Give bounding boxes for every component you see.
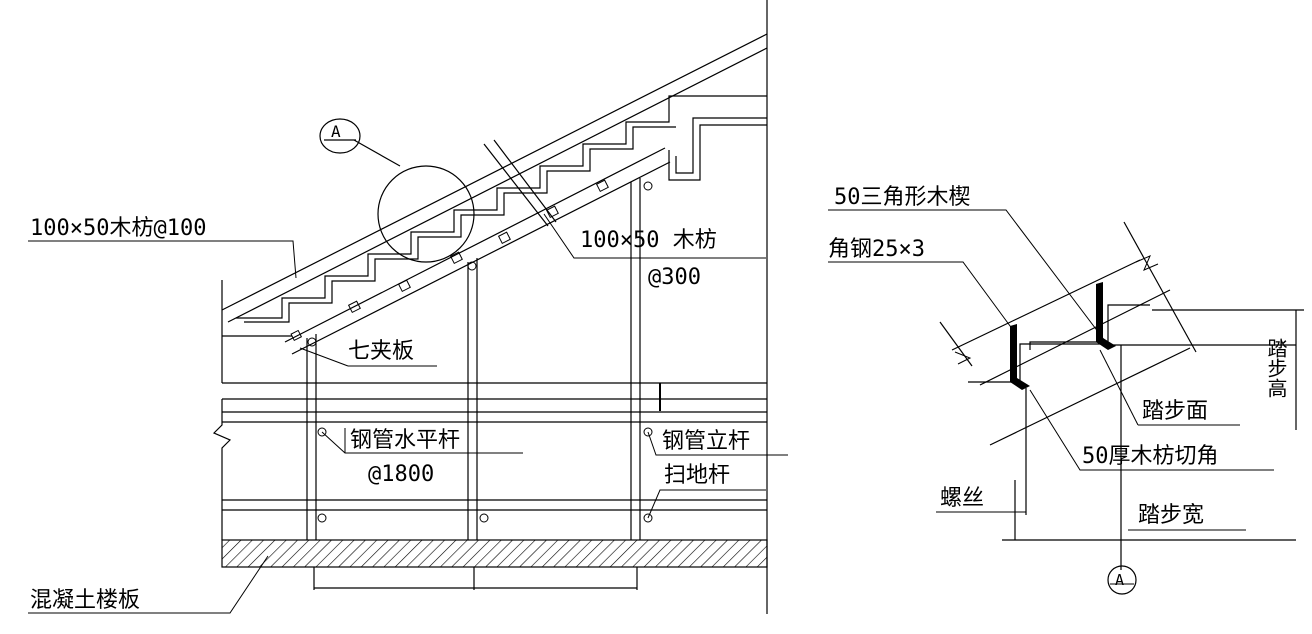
break-symbol-2 bbox=[1135, 255, 1159, 271]
tread-detail-section: A 50三角形木楔 角钢25×3 踏步面 50厚木枋切角 螺丝 踏步宽 踏步高 bbox=[828, 185, 1304, 595]
detail-slope-2 bbox=[979, 289, 1171, 386]
clamp bbox=[467, 261, 477, 271]
leader-angle bbox=[828, 261, 1014, 331]
formwork-slope-2 bbox=[291, 161, 671, 355]
clamp bbox=[643, 181, 653, 191]
label-wedge: 50三角形木楔 bbox=[834, 185, 971, 210]
timber-blocks bbox=[290, 179, 609, 342]
detail-leader bbox=[353, 139, 401, 167]
clamp bbox=[643, 427, 653, 437]
detail-slope-1 bbox=[951, 259, 1141, 351]
leader-wedge bbox=[828, 209, 1109, 346]
detail-slope-5 bbox=[1123, 221, 1197, 353]
detail-slope-4 bbox=[939, 321, 973, 367]
label-timber-300: 100×50 木枋 bbox=[580, 228, 717, 253]
break-mark bbox=[212, 399, 232, 540]
clamp bbox=[317, 427, 327, 437]
label-angle-steel: 角钢25×3 bbox=[828, 237, 925, 262]
label-screw: 螺丝 bbox=[940, 486, 984, 511]
label-timber-cut: 50厚木枋切角 bbox=[1082, 444, 1219, 469]
leader-cut bbox=[1029, 389, 1274, 471]
label-timber-300-spacing: @300 bbox=[648, 265, 701, 290]
clamp bbox=[317, 513, 327, 523]
section-marker-circle bbox=[1107, 565, 1137, 595]
tread-profile-inner bbox=[1029, 341, 1100, 350]
concrete-slab bbox=[221, 539, 768, 568]
break-symbol-1 bbox=[954, 351, 972, 365]
label-sweep-rod: 扫地杆 bbox=[664, 463, 730, 488]
label-plywood: 七夹板 bbox=[348, 339, 414, 364]
leader-plywood-2 bbox=[299, 347, 349, 367]
angle-steel-1 bbox=[1010, 324, 1030, 390]
label-timber-100: 100×50木枋@100 bbox=[30, 216, 206, 241]
stair-slope-top bbox=[221, 33, 768, 311]
detail-slope-3 bbox=[989, 347, 1191, 446]
section-cut-1 bbox=[483, 143, 549, 227]
landing-profile-inner bbox=[675, 117, 767, 174]
angle-steel-2 bbox=[1096, 282, 1116, 350]
clamp bbox=[307, 337, 317, 347]
detail-marker-label: A bbox=[331, 122, 341, 141]
leader-timber-100 bbox=[28, 240, 297, 279]
stair-steps bbox=[236, 95, 767, 319]
section-marker-label: A bbox=[1115, 571, 1124, 589]
label-vertical-tube: 钢管立杆 bbox=[662, 429, 750, 454]
clamp bbox=[643, 513, 653, 523]
leader-timber-300 bbox=[543, 213, 766, 259]
stair-steps-inner bbox=[244, 126, 676, 323]
landing-profile bbox=[668, 124, 767, 181]
stair-formwork-elevation: A 100×50木枋@100 100×50 木枋 @300 七夹板 钢管水平杆 … bbox=[28, 0, 788, 614]
leader-sweep bbox=[647, 489, 766, 519]
stair-slope-2 bbox=[227, 47, 768, 323]
leader-slab bbox=[28, 555, 269, 614]
clamp bbox=[479, 513, 489, 523]
section-cut-2 bbox=[493, 139, 557, 223]
label-horizontal-tube-spacing: @1800 bbox=[368, 462, 434, 487]
label-step-height: 踏步高 bbox=[1264, 338, 1288, 398]
detail-marker-circle bbox=[319, 118, 361, 154]
label-step-width: 踏步宽 bbox=[1138, 503, 1204, 528]
leader-tread-2 bbox=[1099, 349, 1139, 426]
leader-v-tube bbox=[647, 431, 788, 456]
formwork-slope-1 bbox=[284, 147, 666, 343]
tread-profile bbox=[968, 304, 1150, 383]
label-tread-face: 踏步面 bbox=[1142, 399, 1208, 424]
label-horizontal-tube: 钢管水平杆 bbox=[350, 428, 460, 453]
label-concrete-slab: 混凝土楼板 bbox=[30, 588, 140, 613]
detail-circle bbox=[377, 165, 475, 263]
